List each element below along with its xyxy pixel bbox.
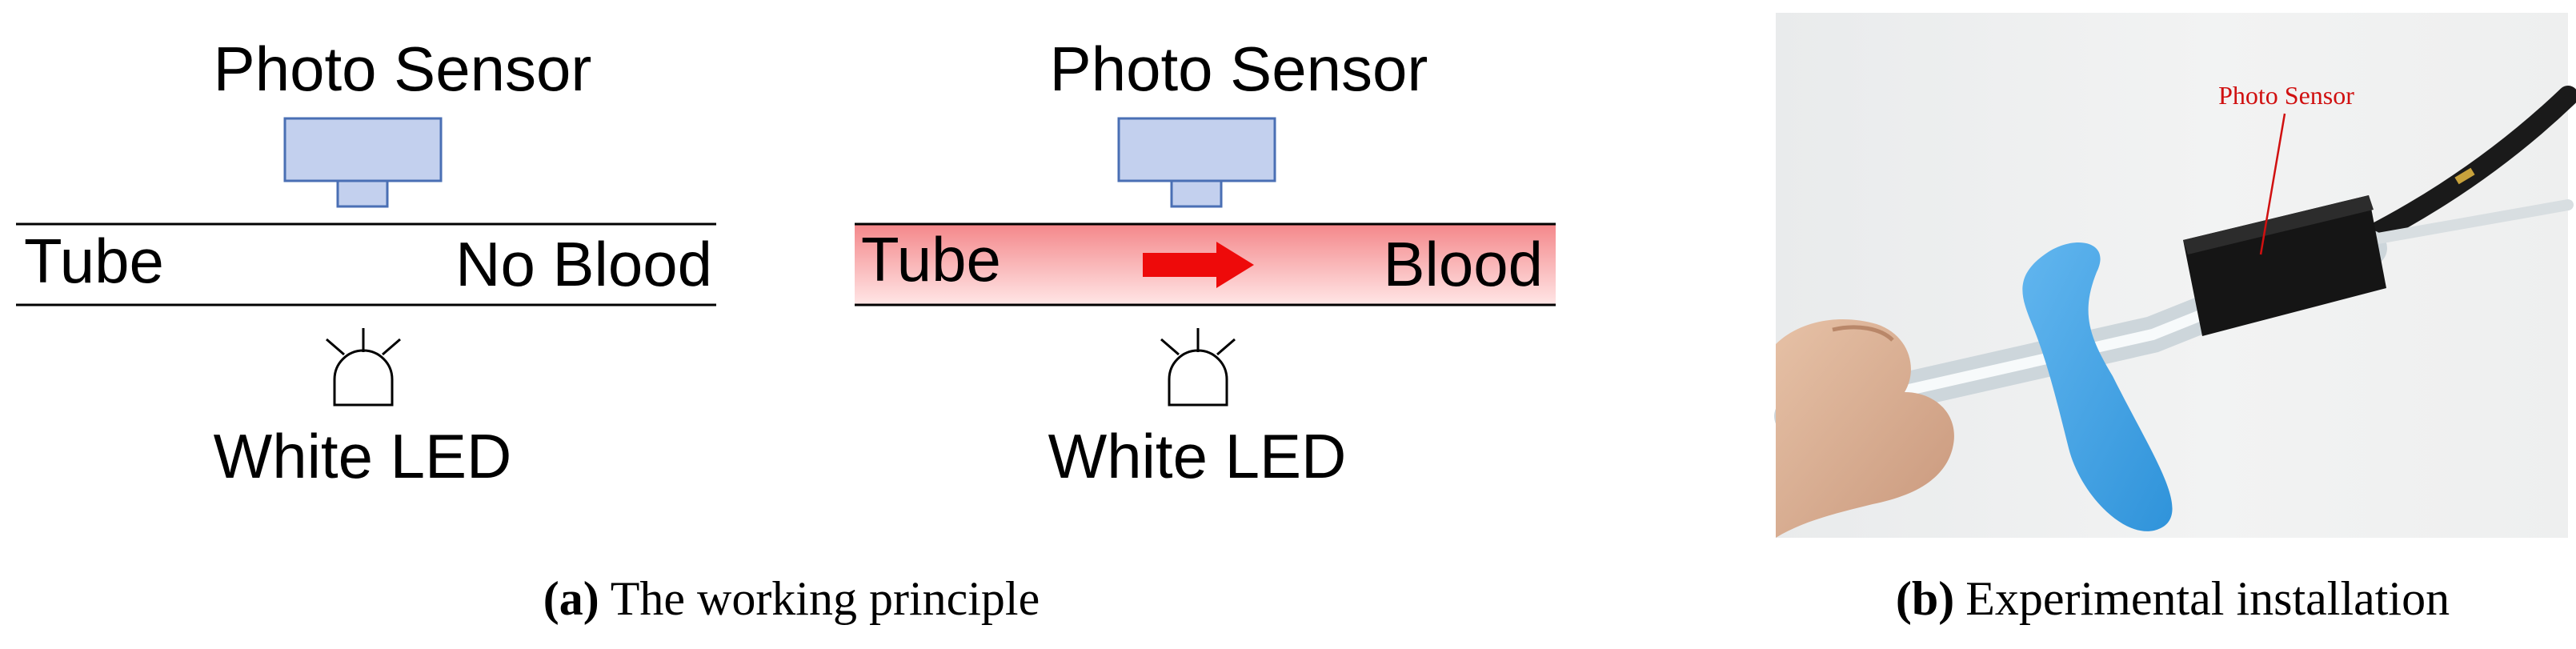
hand	[1776, 318, 1954, 538]
sensor-label: Photo Sensor	[1050, 34, 1428, 104]
photo-sensor-icon	[283, 117, 443, 208]
experimental-photo: Photo Sensor	[1774, 13, 2576, 538]
caption-b: (b)Experimental installation	[1896, 572, 2450, 625]
diagram-no-blood: Photo Sensor Tube No Blood White LED	[16, 34, 716, 491]
state-label: No Blood	[455, 229, 712, 299]
caption-text: The working principle	[611, 572, 1040, 625]
butterfly-wing	[2022, 242, 2173, 531]
photo-sensor-annotation: Photo Sensor	[2218, 81, 2354, 110]
fingernail	[1832, 325, 1894, 342]
flow-arrow-icon	[1143, 242, 1254, 288]
caption-a: (a)The working principle	[543, 572, 1040, 625]
sensor-housing-top	[2183, 195, 2374, 254]
caption-text: Experimental installation	[1965, 572, 2450, 625]
thin-tube	[2363, 199, 2574, 246]
annotation-leader-line	[2259, 113, 2286, 255]
led-label: White LED	[214, 421, 512, 491]
caption-letter: (b)	[1896, 572, 1954, 625]
photo-sensor-icon	[1117, 117, 1276, 208]
sensor-label: Photo Sensor	[214, 34, 592, 104]
caption-letter: (a)	[543, 572, 599, 625]
tube-label: Tube	[24, 226, 164, 296]
white-led-icon	[326, 328, 401, 407]
led-label: White LED	[1048, 421, 1347, 491]
white-led-icon	[1160, 328, 1236, 407]
state-label: Blood	[1384, 229, 1544, 299]
cable-wire	[2454, 167, 2475, 185]
tube-label: Tube	[861, 224, 1001, 294]
diagram-blood: Photo Sensor Tube Blood White LED	[855, 34, 1556, 491]
